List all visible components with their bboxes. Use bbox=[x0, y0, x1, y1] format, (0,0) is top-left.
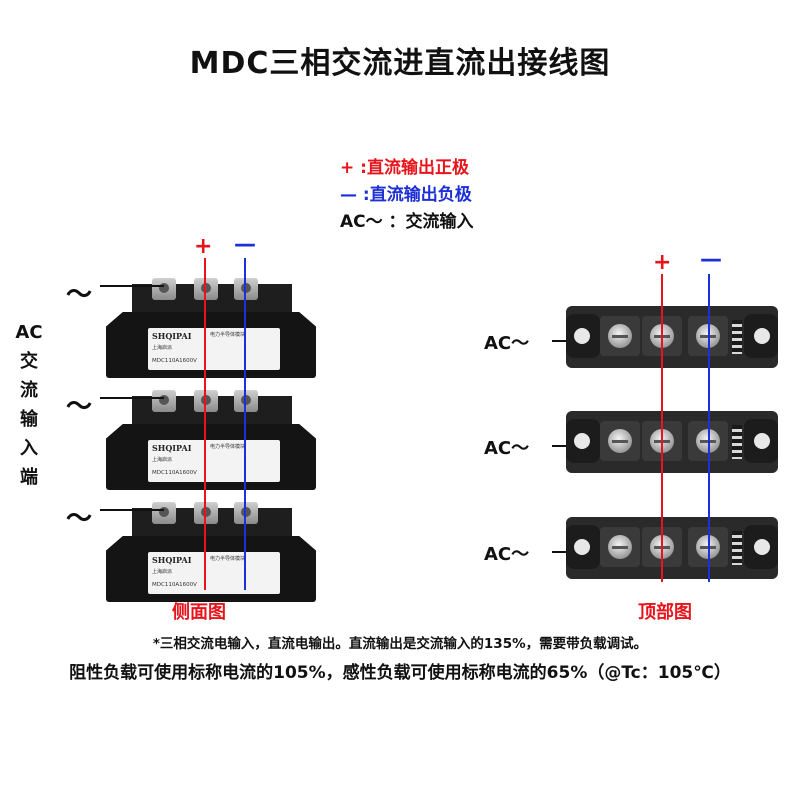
ac-input-label: AC～ bbox=[484, 333, 530, 354]
ac-terminal-stud bbox=[152, 502, 176, 524]
side-module: SHQIPAI 上海启派 电力半导体模块 MDC110A1600V bbox=[106, 502, 316, 608]
legend-negative-text: :直流输出负极 bbox=[357, 185, 472, 205]
mount-hole bbox=[754, 433, 770, 449]
ac-terminal-bolt bbox=[600, 421, 640, 461]
ac-tilde-symbol: ～ bbox=[66, 392, 93, 422]
module-model: MDC110A1600V bbox=[152, 582, 197, 588]
mount-hole bbox=[754, 328, 770, 344]
ac-terminal-bolt bbox=[600, 527, 640, 567]
negative-terminal-bolt bbox=[688, 421, 728, 461]
ac-vertical-char: 交 bbox=[20, 351, 38, 372]
module-model: MDC110A1600V bbox=[152, 358, 197, 364]
negative-terminal-bolt bbox=[688, 316, 728, 356]
module-type: 电力半导体模块 bbox=[210, 556, 246, 562]
module-brand: SHQIPAI bbox=[152, 331, 192, 341]
positive-terminal-stud bbox=[194, 390, 218, 412]
ac-input-label: AC～ bbox=[484, 544, 530, 565]
side-module: SHQIPAI 上海启派 电力半导体模块 MDC110A1600V bbox=[106, 390, 316, 496]
module-brand: SHQIPAI bbox=[152, 443, 192, 453]
minus-symbol: — bbox=[340, 185, 357, 205]
ac-vertical-char: 端 bbox=[20, 467, 38, 488]
negative-terminal-stud bbox=[234, 502, 258, 524]
positive-terminal-bolt bbox=[642, 421, 682, 461]
page-title: MDC三相交流进直流出接线图 bbox=[189, 46, 611, 81]
ac-terminal-bolt bbox=[600, 316, 640, 356]
side-plus-label: + bbox=[194, 234, 213, 259]
module-type: 电力半导体模块 bbox=[210, 332, 246, 338]
positive-terminal-bolt bbox=[642, 316, 682, 356]
ac-tilde-symbol: ～ bbox=[66, 504, 93, 534]
note-line-2: 阻性负载可使用标称电流的105%，感性负载可使用标称电流的65%（@Tc：105… bbox=[69, 663, 731, 683]
ac-terminal-stud bbox=[152, 278, 176, 300]
ac-vertical-char: 入 bbox=[20, 438, 38, 459]
module-type: 电力半导体模块 bbox=[210, 444, 246, 450]
top-minus-label: — bbox=[700, 247, 722, 272]
positive-terminal-stud bbox=[194, 278, 218, 300]
ac-terminal-stud bbox=[152, 390, 176, 412]
side-minus-label: — bbox=[234, 232, 256, 257]
module-brand-cn: 上海启派 bbox=[152, 569, 173, 575]
module-label: SHQIPAI 上海启派 电力半导体模块 MDC110A1600V bbox=[148, 552, 280, 594]
negative-terminal-stud bbox=[234, 278, 258, 300]
module-label: SHQIPAI 上海启派 电力半导体模块 MDC110A1600V bbox=[148, 440, 280, 482]
note-line-1: *三相交流电输入，直流电输出。直流输出是交流输入的135%，需要带负载调试。 bbox=[152, 636, 648, 652]
module-brand-cn: 上海启派 bbox=[152, 345, 173, 351]
mount-hole bbox=[574, 328, 590, 344]
mount-hole bbox=[574, 433, 590, 449]
side-module: SHQIPAI 上海启派 电力半导体模块 MDC110A1600V bbox=[106, 278, 316, 384]
control-pins bbox=[732, 320, 742, 354]
top-plus-label: + bbox=[653, 250, 672, 275]
legend-negative: — :直流输出负极 bbox=[340, 180, 472, 205]
positive-terminal-stud bbox=[194, 502, 218, 524]
mount-hole bbox=[754, 539, 770, 555]
ac-input-label: AC～ bbox=[484, 438, 530, 459]
legend-ac: AC～ ：交流输入 bbox=[340, 212, 474, 232]
ac-vertical-char: AC bbox=[15, 322, 43, 343]
negative-terminal-stud bbox=[234, 390, 258, 412]
ac-vertical-char: 输 bbox=[20, 409, 38, 430]
control-pins bbox=[732, 425, 742, 459]
module-brand: SHQIPAI bbox=[152, 555, 192, 565]
legend-positive: + :直流输出正极 bbox=[340, 153, 469, 178]
positive-terminal-bolt bbox=[642, 527, 682, 567]
mount-hole bbox=[574, 539, 590, 555]
top-module bbox=[566, 405, 778, 479]
top-module bbox=[566, 511, 778, 585]
plus-symbol: + bbox=[340, 158, 355, 178]
top-view-caption: 顶部图 bbox=[638, 602, 692, 623]
control-pins bbox=[732, 531, 742, 565]
top-module bbox=[566, 300, 778, 374]
module-brand-cn: 上海启派 bbox=[152, 457, 173, 463]
ac-input-vertical-label: AC 交 流 输 入 端 bbox=[14, 318, 44, 492]
negative-terminal-bolt bbox=[688, 527, 728, 567]
ac-tilde-symbol: ～ bbox=[66, 280, 93, 310]
module-label: SHQIPAI 上海启派 电力半导体模块 MDC110A1600V bbox=[148, 328, 280, 370]
legend-positive-text: :直流输出正极 bbox=[354, 158, 469, 178]
side-view-caption: 侧面图 bbox=[172, 602, 226, 623]
ac-vertical-char: 流 bbox=[20, 380, 38, 401]
module-model: MDC110A1600V bbox=[152, 470, 197, 476]
